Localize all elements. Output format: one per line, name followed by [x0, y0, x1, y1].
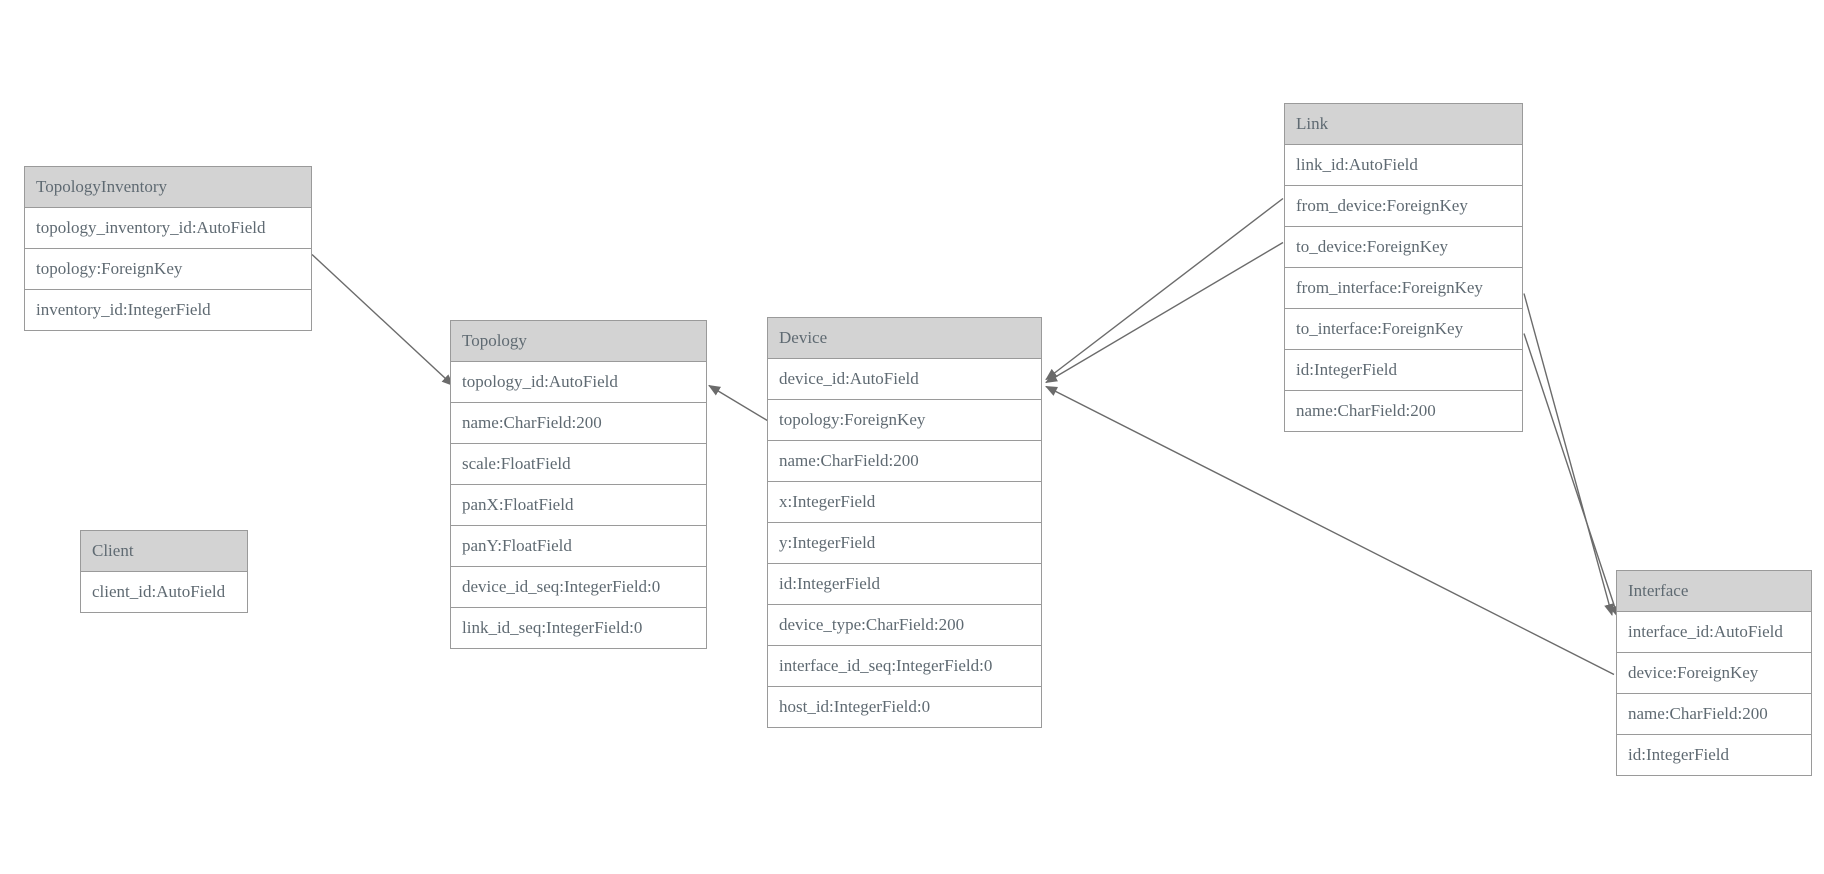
entity-field-row[interactable]: topology:ForeignKey — [25, 249, 311, 290]
entity-field-row[interactable]: to_device:ForeignKey — [1285, 227, 1522, 268]
entity-title-link: Link — [1285, 104, 1522, 145]
entity-title-client: Client — [81, 531, 247, 572]
entity-field-row[interactable]: topology_id:AutoField — [451, 362, 706, 403]
entity-field-row[interactable]: link_id_seq:IntegerField:0 — [451, 608, 706, 649]
entity-field-row[interactable]: device_id_seq:IntegerField:0 — [451, 567, 706, 608]
entity-field-row[interactable]: inventory_id:IntegerField — [25, 290, 311, 331]
entity-field-row[interactable]: name:CharField:200 — [1285, 391, 1522, 432]
entity-field-row[interactable]: interface_id_seq:IntegerField:0 — [768, 646, 1041, 687]
entity-field-row[interactable]: name:CharField:200 — [1617, 694, 1811, 735]
entity-field-row[interactable]: id:IntegerField — [1285, 350, 1522, 391]
entity-title-device: Device — [768, 318, 1041, 359]
entity-field-row[interactable]: device:ForeignKey — [1617, 653, 1811, 694]
entity-field-row[interactable]: y:IntegerField — [768, 523, 1041, 564]
entity-field-row[interactable]: from_device:ForeignKey — [1285, 186, 1522, 227]
entity-title-interface: Interface — [1617, 571, 1811, 612]
entity-field-row[interactable]: device_id:AutoField — [768, 359, 1041, 400]
entity-field-row[interactable]: host_id:IntegerField:0 — [768, 687, 1041, 728]
entity-field-row[interactable]: name:CharField:200 — [451, 403, 706, 444]
entity-field-row[interactable]: x:IntegerField — [768, 482, 1041, 523]
edge-topologyinventory-topology — [311, 253, 454, 387]
edge-link-from-device — [1045, 197, 1284, 381]
entity-field-row[interactable]: device_type:CharField:200 — [768, 605, 1041, 646]
entity-field-row[interactable]: topology:ForeignKey — [768, 400, 1041, 441]
entity-field-row[interactable]: name:CharField:200 — [768, 441, 1041, 482]
edge-link-to-interface — [1523, 333, 1620, 618]
entity-field-row[interactable]: link_id:AutoField — [1285, 145, 1522, 186]
entity-field-row[interactable]: panX:FloatField — [451, 485, 706, 526]
edge-link-from-interface — [1523, 293, 1614, 616]
entity-title-topology_inventory: TopologyInventory — [25, 167, 311, 208]
entity-field-row[interactable]: interface_id:AutoField — [1617, 612, 1811, 653]
entity-field-row[interactable]: to_interface:ForeignKey — [1285, 309, 1522, 350]
entity-field-row[interactable]: client_id:AutoField — [81, 572, 247, 613]
entity-field-row[interactable]: scale:FloatField — [451, 444, 706, 485]
entity-field-row[interactable]: id:IntegerField — [768, 564, 1041, 605]
entity-field-row[interactable]: id:IntegerField — [1617, 735, 1811, 776]
edge-link-to-device — [1045, 241, 1284, 384]
entity-field-row[interactable]: panY:FloatField — [451, 526, 706, 567]
entity-field-row[interactable]: from_interface:ForeignKey — [1285, 268, 1522, 309]
edge-device-topology — [708, 384, 770, 423]
entity-title-topology: Topology — [451, 321, 706, 362]
entity-field-row[interactable]: topology_inventory_id:AutoField — [25, 208, 311, 249]
